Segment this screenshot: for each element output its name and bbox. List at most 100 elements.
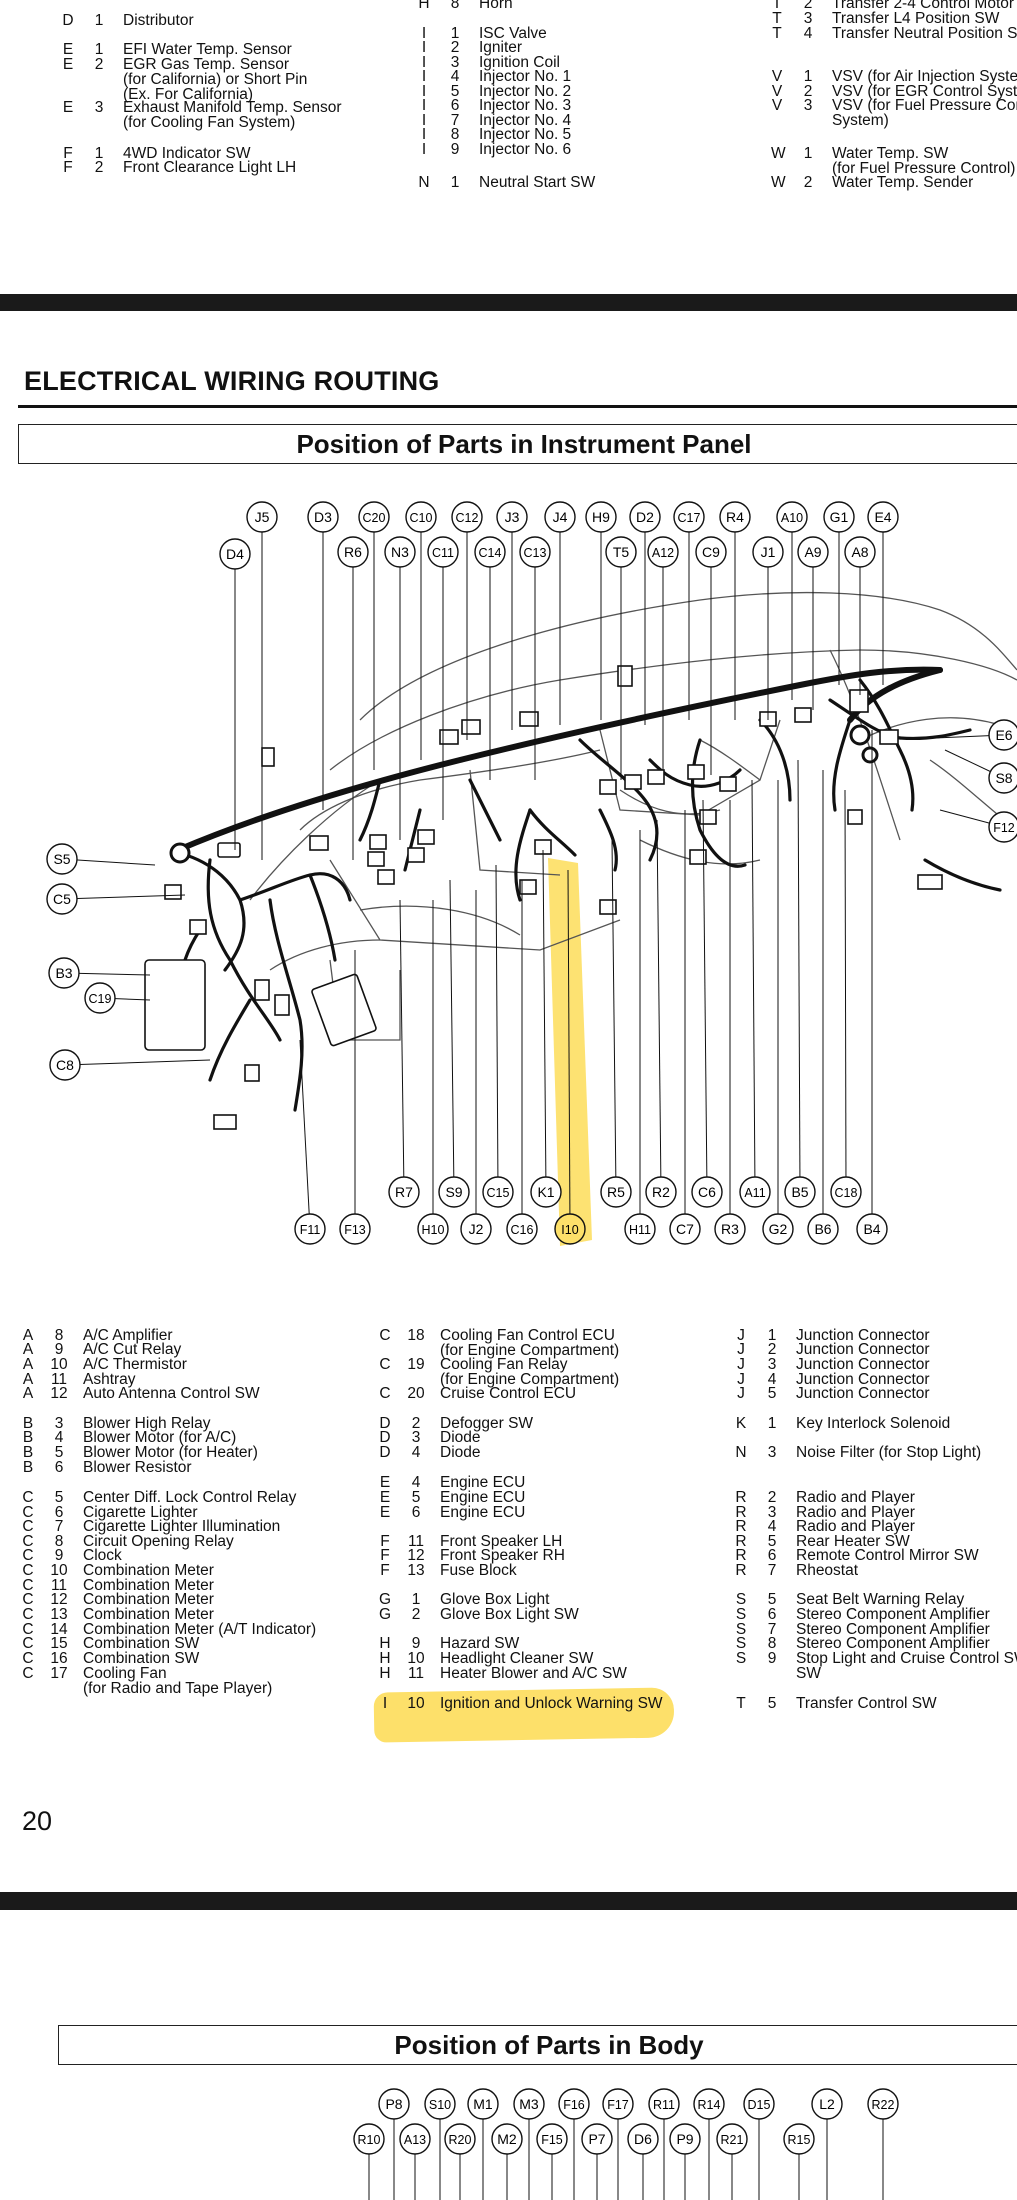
row-text: Junction Connector xyxy=(796,1371,930,1388)
connector-circle-f13 xyxy=(339,1213,371,1245)
connector-label-b3: B3 xyxy=(55,965,72,981)
connector-label-c5: C5 xyxy=(53,891,71,907)
row-number: 3 xyxy=(767,1444,777,1461)
connector-label-c16: C16 xyxy=(511,1223,534,1237)
row-number: 9 xyxy=(54,1341,64,1358)
connector-label-f13: F13 xyxy=(344,1223,366,1237)
row-number: 7 xyxy=(767,1621,777,1638)
row-text: VSV (for EGR Control System) xyxy=(832,83,1017,100)
row-letter: I xyxy=(421,112,427,129)
connector-label-p7: P7 xyxy=(588,2131,605,2147)
leader-line xyxy=(399,899,405,1193)
connector-circle-c12 xyxy=(451,501,483,533)
leader-line xyxy=(702,799,708,1193)
connector-label-l2: L2 xyxy=(819,2096,835,2112)
branch-wires xyxy=(173,678,1002,1112)
row-text: Stereo Component Amplifier xyxy=(796,1635,990,1652)
connector-label-d6: D6 xyxy=(634,2131,652,2147)
row-number: 6 xyxy=(767,1547,777,1564)
row-number: 13 xyxy=(50,1606,68,1623)
row-number: 2 xyxy=(450,39,460,56)
page-number: 20 xyxy=(22,1806,53,1836)
row-number: 2 xyxy=(94,56,104,73)
leader-line xyxy=(64,1059,211,1066)
row-letter: C xyxy=(22,1591,34,1608)
row-text: EGR Gas Temp. Sensor xyxy=(123,56,289,73)
row-number: 4 xyxy=(411,1474,421,1491)
row-number: 18 xyxy=(407,1327,425,1344)
row-text: Blower Motor (for Heater) xyxy=(83,1444,258,1461)
row-text: Cigarette Lighter Illumination xyxy=(83,1518,281,1535)
leader-line xyxy=(844,789,847,1193)
row-number: 4 xyxy=(54,1429,64,1446)
row-letter: C xyxy=(22,1621,34,1638)
connector-circle-h9 xyxy=(585,501,617,533)
row-letter: C xyxy=(22,1635,34,1652)
row-number: 3 xyxy=(411,1429,421,1446)
connector-circle-b4 xyxy=(856,1213,888,1245)
row-letter: R xyxy=(735,1489,747,1506)
row-letter: D xyxy=(379,1444,391,1461)
connector-label-r10: R10 xyxy=(358,2133,381,2147)
connector-label-b4: B4 xyxy=(863,1221,880,1237)
row-text: Combination Meter xyxy=(83,1591,214,1608)
row-text: Diode xyxy=(440,1444,481,1461)
connector-circle-j3 xyxy=(496,501,528,533)
row-letter: H xyxy=(379,1650,391,1667)
row-number: 3 xyxy=(54,1415,64,1432)
connector-label-a10: A10 xyxy=(781,511,803,525)
row-number: 6 xyxy=(450,97,460,114)
row-text: ISC Valve xyxy=(479,25,547,42)
connector-circle-r7 xyxy=(388,1176,420,1208)
connector-label-b5: B5 xyxy=(791,1184,808,1200)
row-number: 5 xyxy=(450,83,460,100)
row-continuation: (for Cooling Fan System) xyxy=(123,114,296,131)
row-text: Auto Antenna Control SW xyxy=(83,1385,260,1402)
connector-label-c19: C19 xyxy=(89,992,112,1006)
row-text: Cooling Fan Control ECU xyxy=(440,1327,615,1344)
leader-line xyxy=(611,839,617,1193)
connector-circle-c15 xyxy=(482,1176,514,1208)
row-number: 6 xyxy=(54,1504,64,1521)
connector-circle-b5 xyxy=(784,1176,816,1208)
row-text: Radio and Player xyxy=(796,1489,915,1506)
row-text: Defogger SW xyxy=(440,1415,534,1432)
connector-circle-r15 xyxy=(783,2123,815,2155)
row-number: 8 xyxy=(450,0,460,12)
row-letter: C xyxy=(22,1533,34,1550)
row-text: Center Diff. Lock Control Relay xyxy=(83,1489,297,1506)
connector-circle-r21 xyxy=(716,2123,748,2155)
main-harness xyxy=(175,666,943,853)
row-number: 6 xyxy=(54,1459,64,1476)
connector-label-m1: M1 xyxy=(473,2096,493,2112)
row-text: Cooling Fan Relay xyxy=(440,1356,568,1373)
row-number: 5 xyxy=(767,1695,777,1712)
row-letter: W xyxy=(771,145,786,162)
row-number: 2 xyxy=(767,1489,777,1506)
connector-circle-s10 xyxy=(424,2088,456,2120)
connector-label-h9: H9 xyxy=(592,509,610,525)
connector-label-k1: K1 xyxy=(537,1184,554,1200)
row-letter: E xyxy=(379,1489,391,1506)
row-letter: E xyxy=(62,56,74,73)
row-letter: C xyxy=(22,1489,34,1506)
row-letter: S xyxy=(735,1650,747,1667)
row-text: Distributor xyxy=(123,12,194,29)
row-letter: A xyxy=(22,1327,34,1344)
row-number: 11 xyxy=(407,1533,425,1550)
row-letter: A xyxy=(22,1371,34,1388)
leader-line xyxy=(495,864,499,1193)
connector-circle-j1 xyxy=(752,536,784,568)
connector-label-j3: J3 xyxy=(505,509,520,525)
connector-label-r11: R11 xyxy=(653,2098,675,2112)
row-number: 4 xyxy=(411,1444,421,1461)
row-number: 14 xyxy=(50,1621,68,1638)
connector-circle-c14 xyxy=(474,536,506,568)
connector-circle-k1 xyxy=(530,1176,562,1208)
connector-circle-e4 xyxy=(867,501,899,533)
row-number: 3 xyxy=(803,97,813,114)
row-number: 10 xyxy=(50,1356,68,1373)
row-text: Transfer L4 Position SW xyxy=(832,10,1000,27)
connector-label-s9: S9 xyxy=(445,1184,462,1200)
connector-label-f12: F12 xyxy=(993,821,1015,835)
